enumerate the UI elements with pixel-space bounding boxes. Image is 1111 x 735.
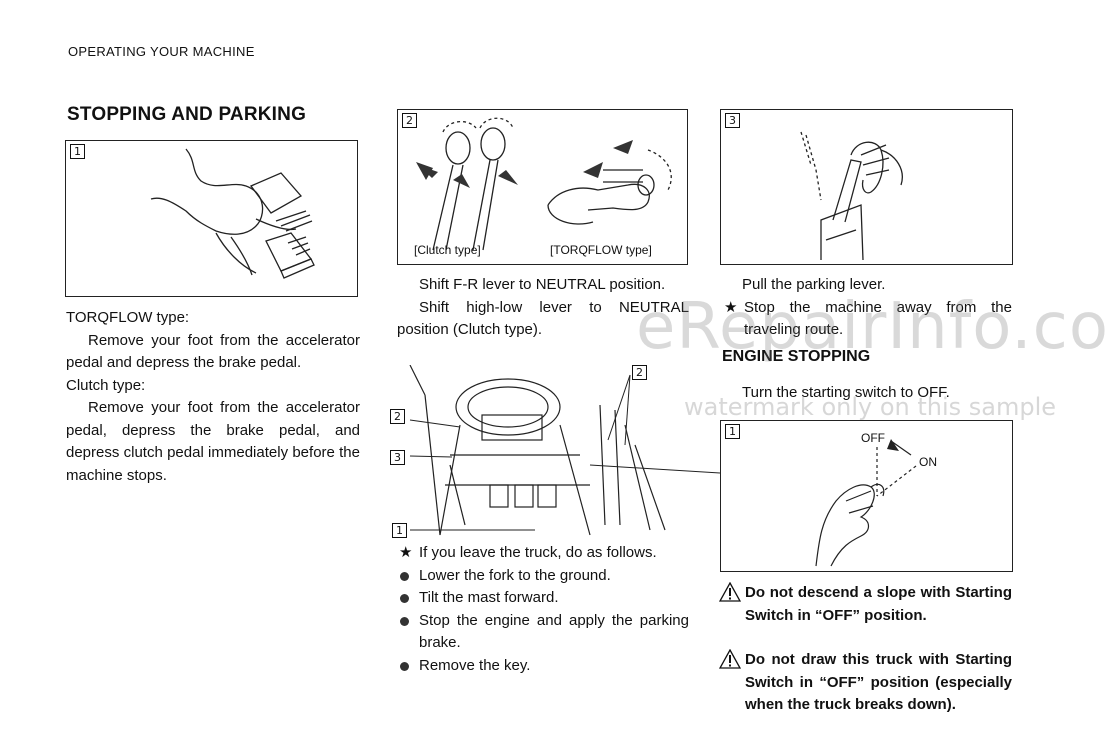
engine-stopping-heading: ENGINE STOPPING (722, 347, 871, 365)
starting-switch-illustration (815, 439, 917, 567)
column-3-text: Pull the parking lever. ★Stop the machin… (722, 274, 1012, 404)
star-icon: ★ (399, 544, 413, 561)
leave-truck-list: ★If you leave the truck, do as follows. … (397, 542, 689, 677)
switch-off-label: OFF (861, 431, 885, 445)
star-icon: ★ (724, 298, 738, 316)
diagram-label-3: 3 (390, 450, 405, 465)
shift-fr-instruction: Shift F-R lever to NEUTRAL position. (419, 276, 666, 293)
figure-number: 2 (402, 113, 417, 128)
running-header: OPERATING YOUR MACHINE (68, 44, 255, 59)
torqflow-instruction: Remove your foot from the accelerator pe… (66, 331, 360, 372)
figure-number: 1 (725, 424, 740, 439)
parking-lever-illustration (800, 131, 903, 261)
figure-3-parking-lever: 3 (720, 109, 1013, 265)
bullet-icon (400, 661, 409, 671)
warning-icon (719, 582, 741, 602)
warning-icon (719, 649, 741, 669)
dashboard-illustration (409, 364, 721, 536)
torqflow-heading: TORQFLOW type: (66, 309, 190, 326)
diagram-label-2-left: 2 (390, 409, 405, 424)
list-item: ★If you leave the truck, do as follows. (397, 542, 689, 565)
parking-lever-instruction: Pull the parking lever. (742, 276, 886, 293)
star-note: ★Stop the machine away from the travelin… (724, 298, 1012, 339)
switch-on-label: ON (919, 455, 937, 469)
bullet-icon (400, 594, 409, 603)
list-item: Tilt the mast forward. (397, 587, 689, 610)
watermark: eRepairInfo.com (636, 290, 1111, 364)
shift-highlow-instruction: Shift high-low lever to NEUTRAL position… (397, 298, 689, 339)
clutch-instruction: Remove your foot from the accelerator pe… (66, 399, 360, 484)
caption-torqflow-type: [TORQFLOW type] (550, 243, 652, 257)
warning-draw-truck: Do not draw this truck with Starting Swi… (719, 649, 1012, 717)
figure-number: 1 (70, 144, 85, 159)
section-title: STOPPING AND PARKING (67, 104, 307, 125)
warnings: Do not descend a slope with Starting Swi… (719, 582, 1012, 717)
caption-clutch-type: [Clutch type] (414, 243, 481, 257)
foot-pedal-illustration (150, 148, 315, 279)
figure-2-levers: 2 [Clutch type] [TORQFLOW type] (397, 109, 688, 265)
engine-stopping-instruction: Turn the starting switch to OFF. (742, 383, 950, 401)
bullet-icon (400, 616, 409, 626)
figure-1-pedal: 1 (65, 140, 358, 297)
watermark-subtext: watermark only on this sample (684, 393, 1057, 421)
clutch-heading: Clutch type: (66, 376, 146, 394)
figure-starting-switch: 1 OFF ON (720, 420, 1013, 572)
operator-compartment-diagram: 2 3 1 2 (390, 364, 721, 543)
column-1-text: TORQFLOW type: Remove your foot from the… (66, 307, 360, 487)
list-item: Remove the key. (397, 655, 689, 678)
diagram-label-1: 1 (392, 523, 407, 538)
warning-descend-slope: Do not descend a slope with Starting Swi… (719, 582, 1012, 627)
diagram-label-2-right: 2 (632, 365, 647, 380)
figure-number: 3 (725, 113, 740, 128)
bullet-icon (400, 571, 409, 581)
list-item: Lower the fork to the ground. (397, 565, 689, 588)
lever-illustration (416, 117, 672, 251)
column-2-text: Shift F-R lever to NEUTRAL position. Shi… (397, 274, 689, 342)
list-item: Stop the engine and apply the parking br… (397, 610, 689, 655)
